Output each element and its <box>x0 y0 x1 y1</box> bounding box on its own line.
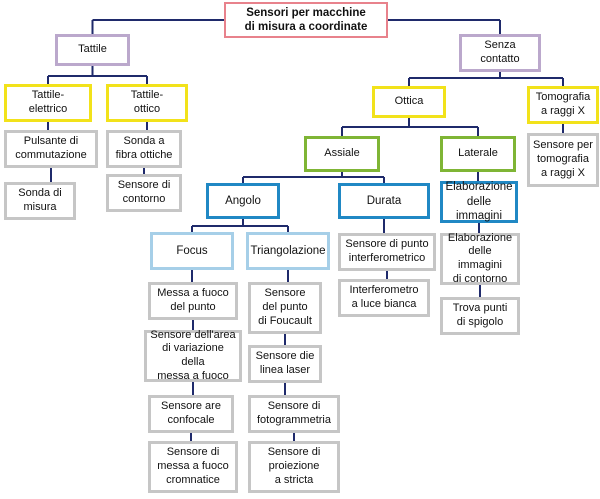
focus-node: Focus <box>150 232 234 270</box>
tattile-ottico-node: Tattile- ottico <box>106 84 188 122</box>
fotogrammetria-node: Sensore di fotogrammetria <box>248 395 340 433</box>
elaborazione-contorno-node: Elaborazione delle immagini di contorno <box>440 232 520 285</box>
trova-punti-node: Trova punti di spigolo <box>440 297 520 335</box>
sensore-tomografia-node: Sensore per tomografia a raggi X <box>527 133 599 187</box>
cromnatice-node: Sensore di messa a fuoco cromnatice <box>148 441 238 493</box>
area-variazione-node: Sensore dell'area di variazione della me… <box>144 329 242 382</box>
foucault-node: Sensore del punto di Foucault <box>248 282 322 334</box>
sensore-contorno-node: Sensore di contorno <box>106 174 182 212</box>
messa-fuoco-punto-node: Messa a fuoco del punto <box>148 282 238 320</box>
root-node: Sensori per macchine di misura a coordin… <box>224 2 388 38</box>
proiezione-node: Sensore di proiezione a stricta <box>248 441 340 493</box>
pulsante-commutazione-node: Pulsante di commutazione <box>4 130 98 168</box>
tattile-elettrico-node: Tattile- elettrico <box>4 84 92 122</box>
senza-contatto-node: Senza contatto <box>459 34 541 72</box>
sonda-fibra-node: Sonda a fibra ottiche <box>106 130 182 168</box>
confocale-node: Sensore are confocale <box>148 395 234 433</box>
assiale-node: Assiale <box>304 136 380 172</box>
sensore-interferometrico-node: Sensore di punto interferometrico <box>338 233 436 271</box>
durata-node: Durata <box>338 183 430 219</box>
ottica-node: Ottica <box>372 86 446 118</box>
tattile-node: Tattile <box>55 34 130 66</box>
elaborazione-immagini-node: Elaborazione delle immagini <box>440 181 518 223</box>
tomografia-node: Tomografia a raggi X <box>527 86 599 124</box>
interferometro-node: Interferometro a luce bianca <box>338 279 430 317</box>
angolo-node: Angolo <box>206 183 280 219</box>
linea-laser-node: Sensore die linea laser <box>248 345 322 383</box>
triangolazione-node: Triangolazione <box>246 232 330 270</box>
laterale-node: Laterale <box>440 136 516 172</box>
sonda-misura-node: Sonda di misura <box>4 182 76 220</box>
